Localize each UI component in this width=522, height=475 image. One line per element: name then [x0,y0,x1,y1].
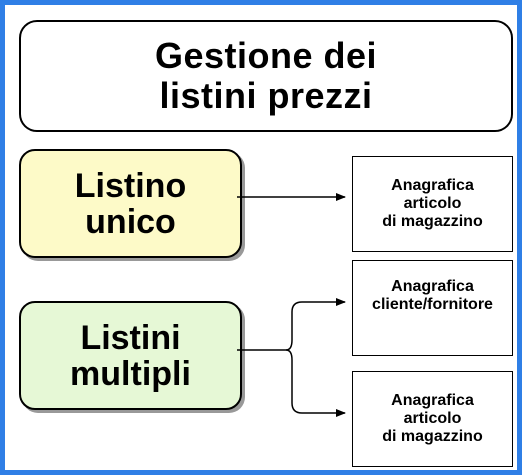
listini-multipli-label: Listini multipli [70,318,191,393]
listino-unico-box: Listino unico [19,149,242,258]
target-cliente-fornitore: Anagrafica cliente/fornitore [352,260,513,356]
title-box: Gestione dei listini prezzi [19,20,513,132]
target-cliente-fornitore-label: Anagrafica cliente/fornitore [372,278,493,313]
target-articolo-unico: Anagrafica articolo di magazzino [352,156,513,252]
listini-multipli-box: Listini multipli [19,301,242,410]
target-articolo-multipli-label: Anagrafica articolo di magazzino [382,392,483,445]
title-text: Gestione dei listini prezzi [154,35,378,116]
listino-unico-label: Listino unico [74,166,187,241]
target-articolo-multipli: Anagrafica articolo di magazzino [352,371,513,467]
target-articolo-unico-label: Anagrafica articolo di magazzino [382,177,483,230]
